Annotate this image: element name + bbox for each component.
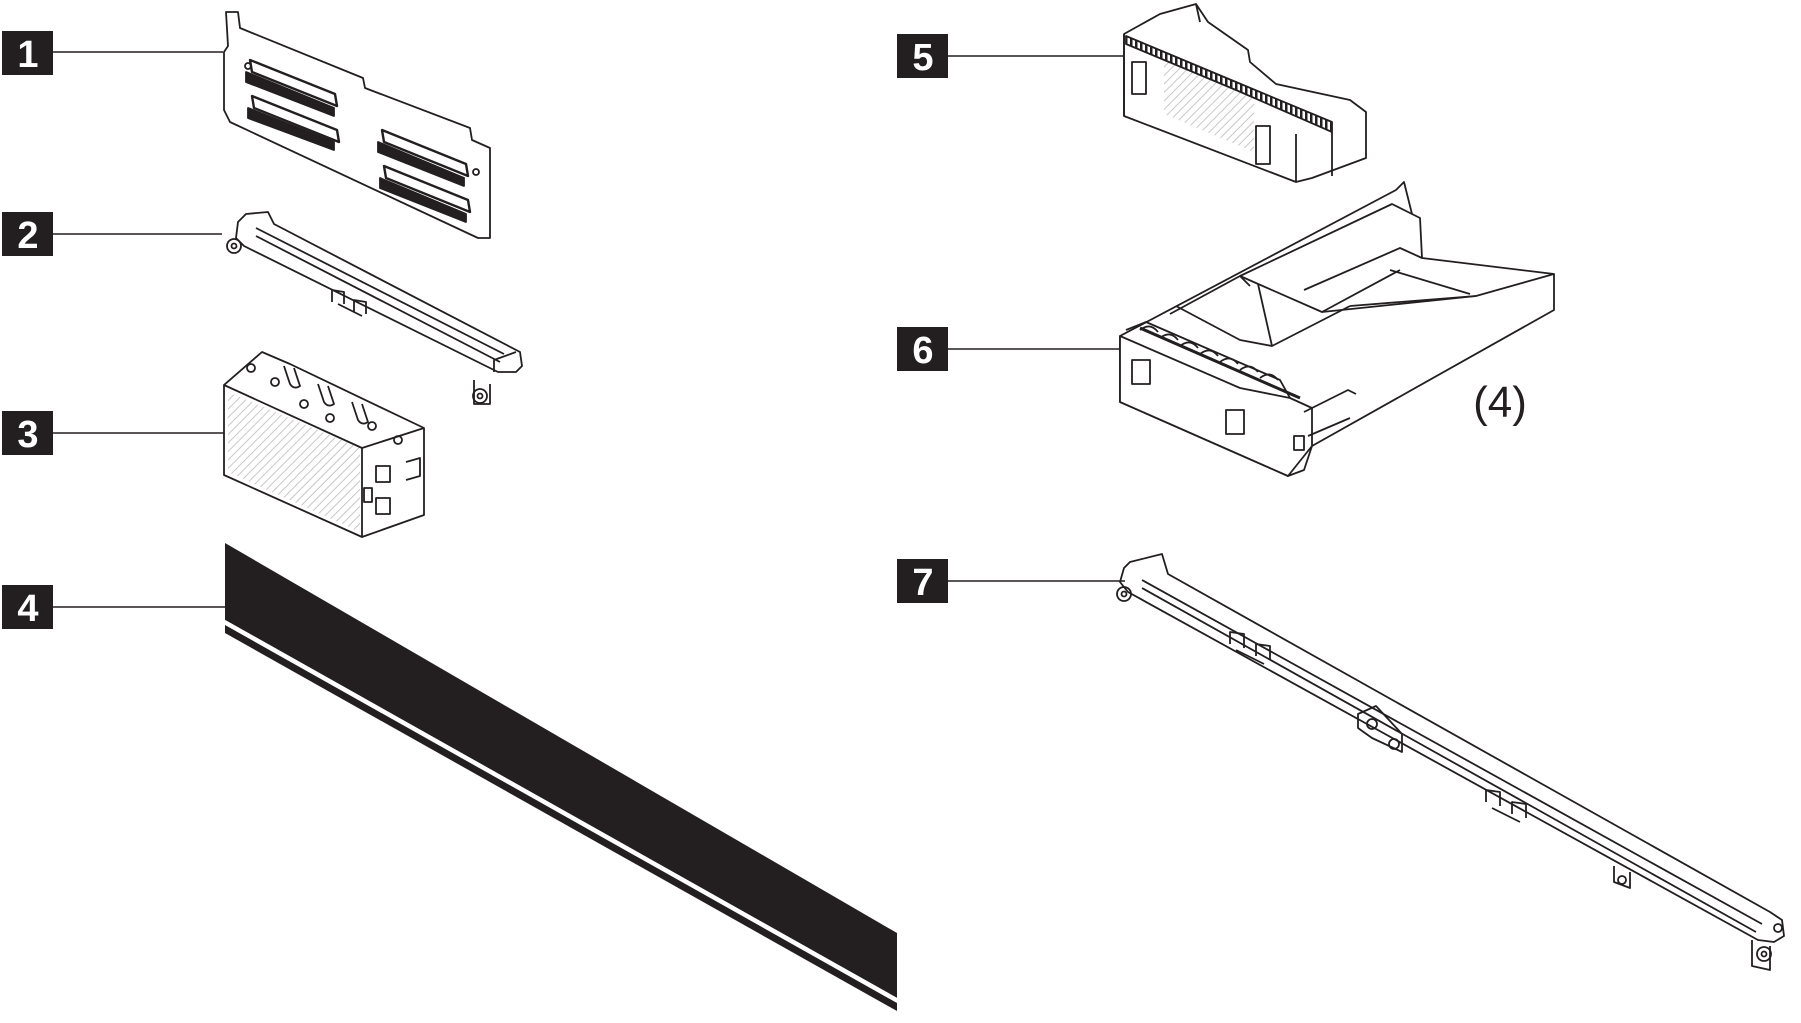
callout-1-number: 1 (17, 34, 38, 76)
part-5-connector (1124, 4, 1366, 182)
callout-3: 3 (2, 411, 225, 456)
callout-6-number: 6 (912, 330, 933, 372)
quantity-note: (4) (1473, 378, 1527, 427)
callout-5-number: 5 (912, 37, 933, 79)
callout-5: 5 (897, 34, 1124, 79)
part-4-filler-strip (225, 543, 897, 1011)
callout-1: 1 (2, 31, 223, 76)
callout-4-number: 4 (17, 588, 38, 630)
callout-2: 2 (2, 212, 222, 257)
callout-7: 7 (897, 559, 1125, 604)
callout-7-number: 7 (912, 562, 933, 604)
part-6-tray (1120, 182, 1554, 476)
part-1-backplane (224, 12, 490, 238)
callout-2-number: 2 (17, 215, 38, 257)
part-7-long-bracket (1117, 554, 1784, 970)
callout-3-number: 3 (17, 414, 38, 456)
callout-6: 6 (897, 327, 1120, 372)
part-2-bracket (227, 212, 522, 404)
part-3-cage (224, 352, 424, 537)
callout-4: 4 (2, 585, 236, 630)
